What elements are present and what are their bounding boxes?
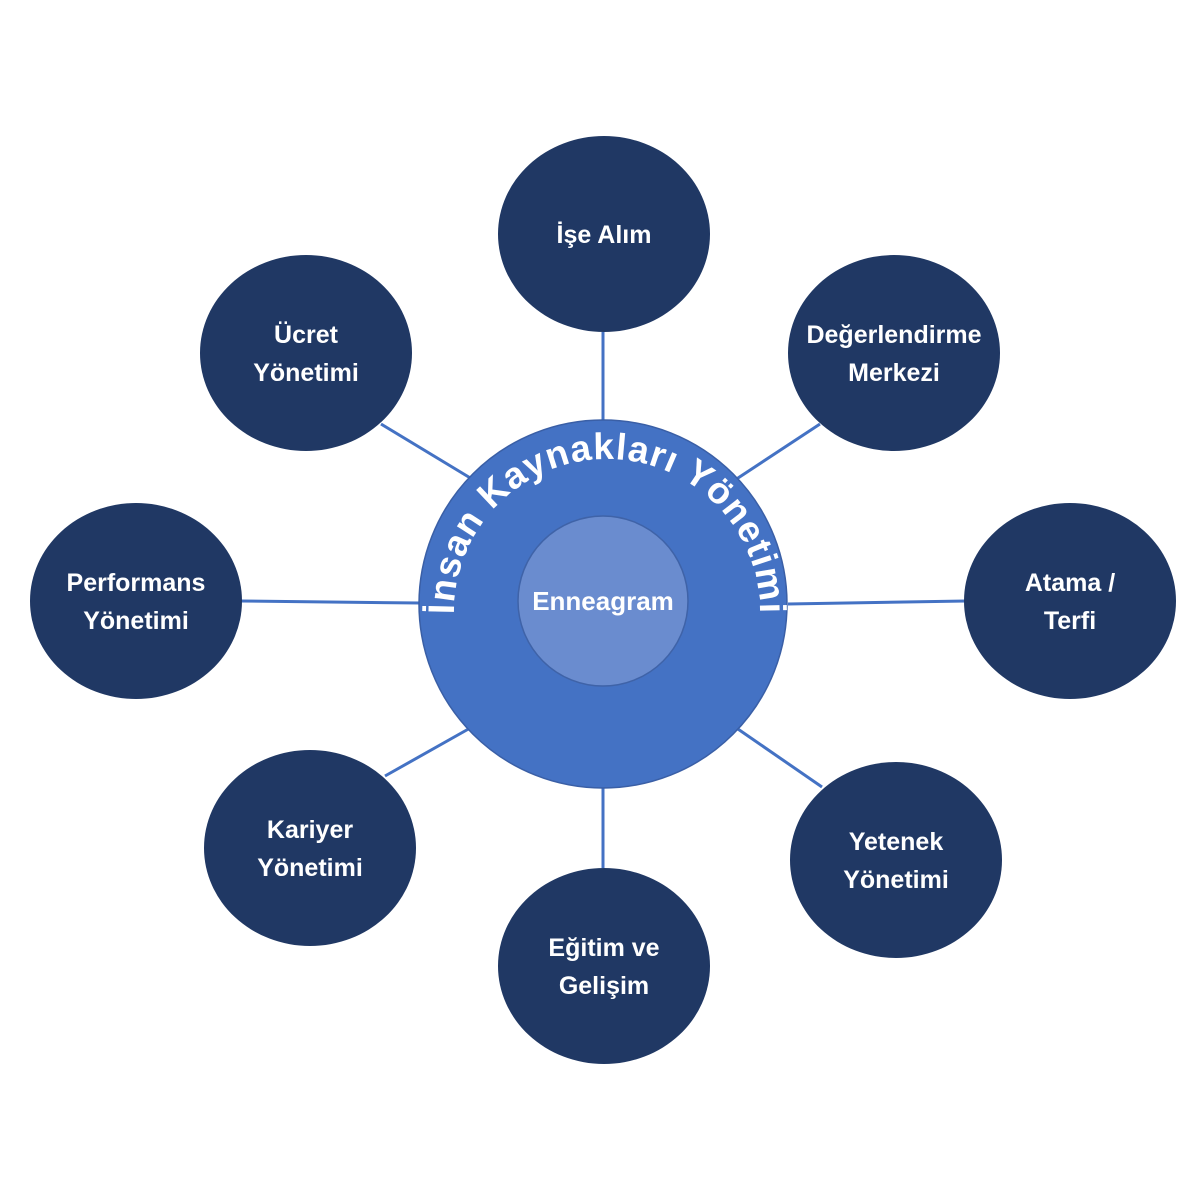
node-label-performans-yonetimi-line-2: Yönetimi: [83, 607, 189, 635]
core-label: Enneagram: [532, 586, 674, 616]
connector-atama-terfi: [787, 599, 967, 606]
node-label-ucret-yonetimi-line-2: Yönetimi: [253, 359, 359, 387]
connector-kariyer-yonetimi: [384, 725, 473, 778]
node-circle-kariyer-yonetimi: [204, 750, 416, 946]
node-circle-ucret-yonetimi: [200, 255, 412, 451]
node-label-degerlendirme-merkezi-line-1: Değerlendirme: [806, 321, 981, 349]
connector-degerlendirme-merkezi: [734, 422, 821, 482]
core-circle: [517, 515, 689, 687]
node-label-yetenek-yonetimi-line-1: Yetenek: [849, 828, 944, 856]
node-circle-egitim-ve-gelisim: [498, 868, 710, 1064]
node-label-atama-terfi-line-1: Atama /: [1025, 569, 1115, 597]
node-circle-yetenek-yonetimi: [790, 762, 1002, 958]
hub: İnsan Kaynakları Yönetimi Enneagram: [418, 419, 792, 789]
node-circle-atama-terfi: [964, 503, 1176, 699]
node-label-atama-terfi-line-2: Terfi: [1044, 607, 1096, 635]
node-label-degerlendirme-merkezi-line-2: Merkezi: [848, 359, 940, 387]
node-label-egitim-ve-gelisim-line-1: Eğitim ve: [548, 934, 659, 962]
node-circle-degerlendirme-merkezi: [788, 255, 1000, 451]
connector-ucret-yonetimi: [380, 422, 473, 481]
node-label-kariyer-yonetimi-line-1: Kariyer: [267, 816, 353, 844]
node-ise-alim: İşe Alım: [498, 136, 710, 332]
connector-lines: [240, 332, 967, 868]
node-circle-ise-alim: [498, 136, 710, 332]
node-label-yetenek-yonetimi-line-2: Yönetimi: [843, 866, 949, 894]
node-label-kariyer-yonetimi-line-2: Yönetimi: [257, 854, 363, 882]
node-egitim-ve-gelisim: Eğitim ve Gelişim: [498, 868, 710, 1064]
node-circle-performans-yonetimi: [30, 503, 242, 699]
connector-yetenek-yonetimi: [734, 725, 823, 789]
node-label-ise-alim-line-1: İşe Alım: [557, 221, 652, 249]
connector-performans-yonetimi: [240, 599, 421, 605]
node-label-ucret-yonetimi-line-1: Ücret: [274, 320, 339, 349]
node-label-egitim-ve-gelisim-line-2: Gelişim: [559, 972, 649, 1000]
node-atama-terfi: Atama / Terfi: [964, 503, 1176, 699]
node-label-performans-yonetimi-line-1: Performans: [67, 569, 206, 597]
